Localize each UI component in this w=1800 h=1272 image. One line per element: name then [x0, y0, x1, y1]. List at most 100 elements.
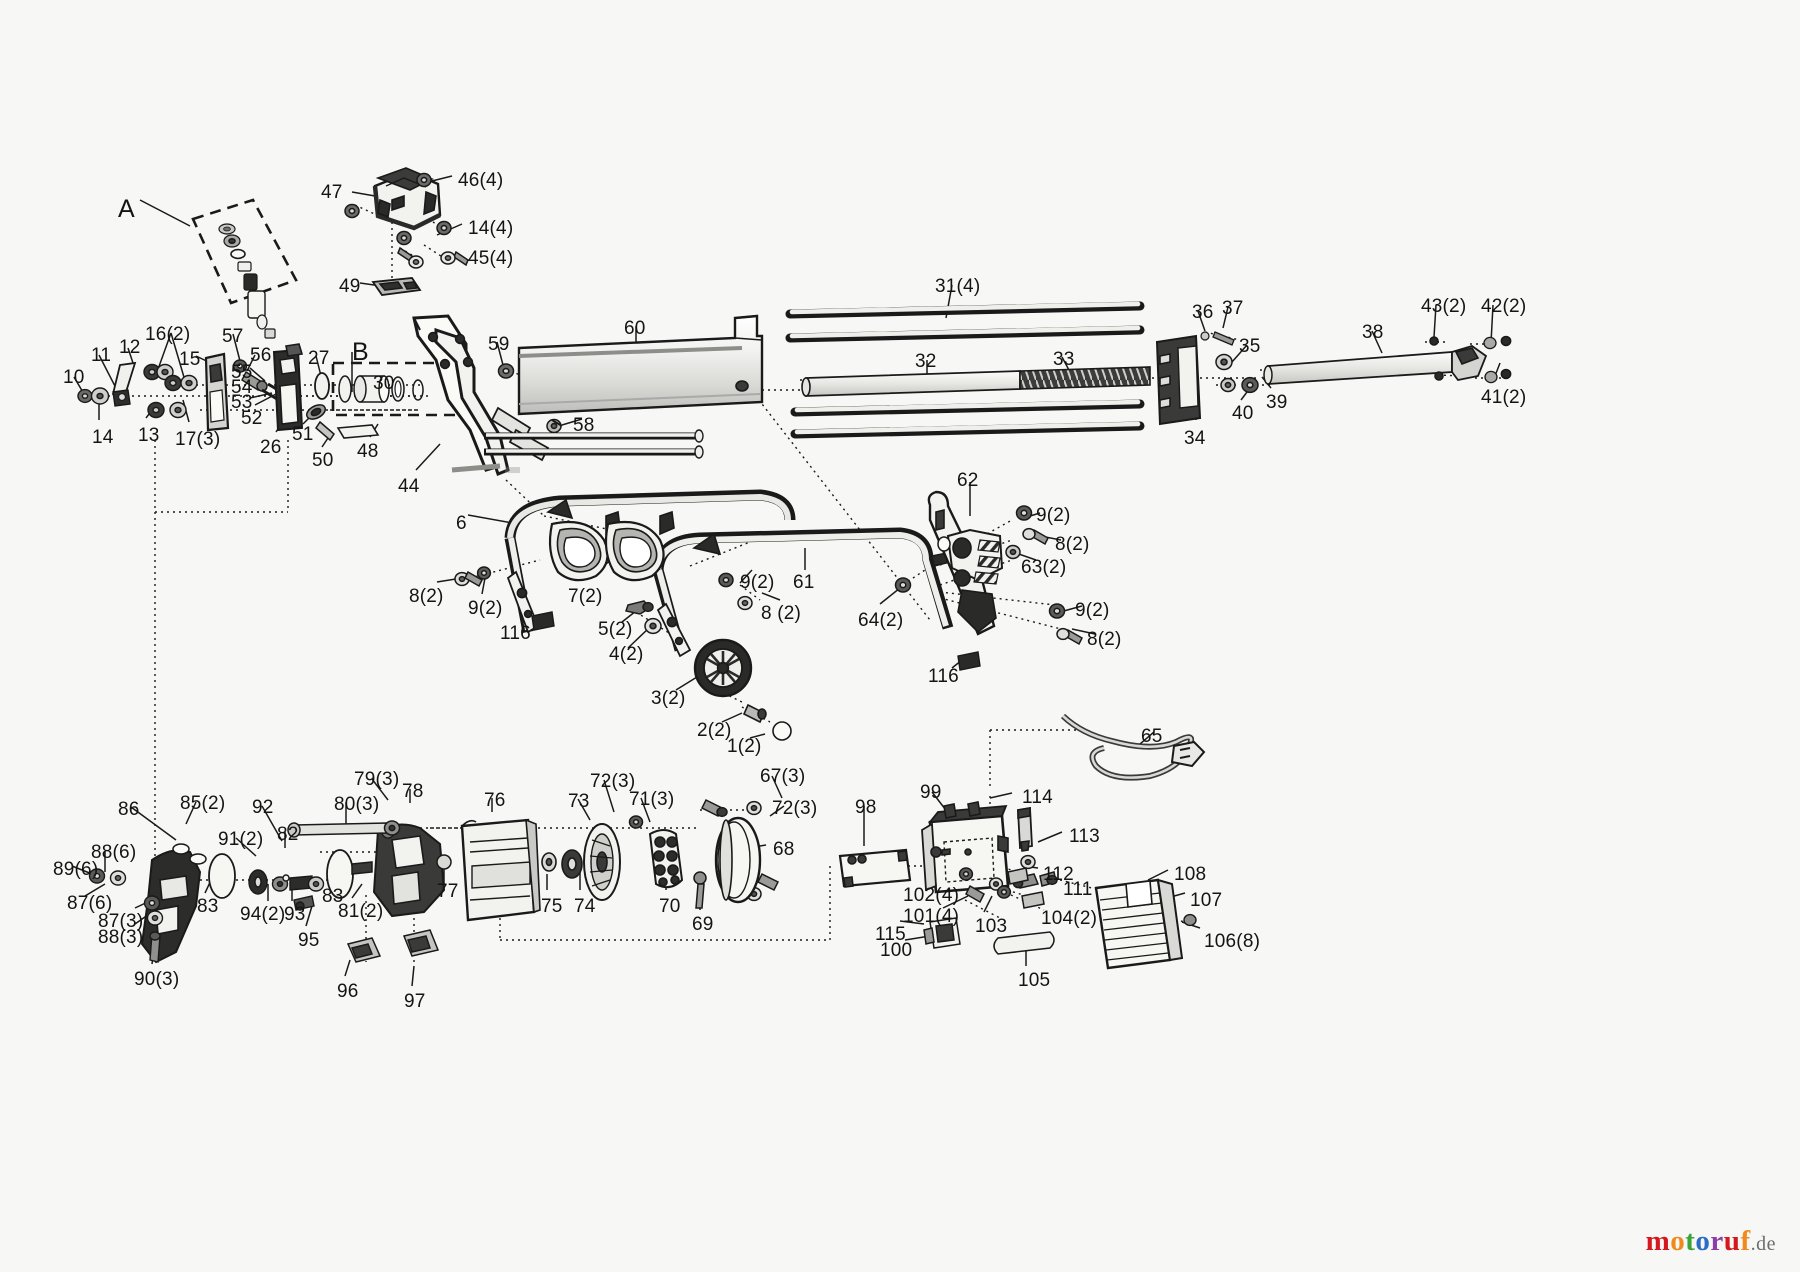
part-callout-55: 55	[231, 362, 253, 383]
part-callout-59: 59	[488, 334, 510, 355]
part-callout-116: 116	[500, 623, 531, 644]
part-callout-73: 73	[568, 791, 590, 812]
part-callout-76: 76	[484, 790, 506, 811]
part-callout-673: 67(3)	[760, 766, 806, 787]
part-callout-11: 11	[91, 345, 112, 366]
part-callout-40: 40	[1232, 403, 1254, 424]
part-callout-69: 69	[692, 914, 714, 935]
part-callout-314: 31(4)	[935, 276, 981, 297]
part-callout-52: 5(2)	[598, 619, 633, 640]
part-callout-27: 27	[308, 348, 330, 369]
part-callout-36: 36	[1192, 302, 1214, 323]
part-callout-65: 65	[1141, 726, 1163, 747]
part-callout-35: 35	[1239, 336, 1261, 357]
part-callout-422: 42(2)	[1481, 296, 1527, 317]
part-callout-56: 56	[250, 345, 272, 366]
part-callout-99: 99	[920, 782, 942, 803]
part-callout-793: 79(3)	[354, 769, 400, 790]
part-callout-92: 9(2)	[1036, 505, 1071, 526]
part-callout-144: 14(4)	[468, 218, 514, 239]
part-callout-77: 77	[437, 881, 459, 902]
part-callout-82: 8(2)	[409, 586, 444, 607]
part-callout-33: 33	[1053, 349, 1075, 370]
part-callout-32: 32	[915, 351, 937, 372]
part-callout-96: 96	[337, 981, 359, 1002]
part-callout-92: 9(2)	[468, 598, 503, 619]
part-callout-464: 46(4)	[458, 170, 504, 191]
part-callout-60: 60	[624, 318, 646, 339]
part-callout-632: 63(2)	[1021, 557, 1067, 578]
part-callout-14: 14	[92, 427, 114, 448]
part-callout-26: 26	[260, 437, 282, 458]
part-callout-48: 48	[357, 441, 379, 462]
part-callout-54: 54	[231, 377, 253, 398]
part-callout-896: 89(6)	[53, 859, 99, 880]
part-callout-58: 58	[573, 415, 595, 436]
part-callout-57: 57	[222, 326, 244, 347]
part-callout-92: 9(2)	[1075, 600, 1110, 621]
part-callout-30: 30	[373, 373, 395, 394]
part-callout-1014: 101(4)	[903, 906, 960, 927]
part-callout-92: 92	[252, 797, 274, 818]
part-callout-52: 52	[241, 408, 263, 429]
part-callout-82: 8(2)	[1087, 629, 1122, 650]
part-callout-876: 87(6)	[67, 893, 113, 914]
part-callout-51: 51	[292, 424, 314, 445]
part-callout-70: 70	[659, 896, 681, 917]
part-callout-97: 97	[404, 991, 426, 1012]
watermark-logo: motoruf.de	[1645, 1225, 1776, 1257]
part-callout-74: 74	[574, 896, 596, 917]
part-callout-68: 68	[773, 839, 795, 860]
section-marker-b: B	[352, 338, 369, 366]
part-callout-116: 116	[928, 666, 959, 687]
part-callout-62: 62	[957, 470, 979, 491]
part-callout-10: 10	[63, 367, 85, 388]
part-callout-112: 112	[1043, 864, 1074, 885]
part-callout-39: 39	[1266, 392, 1288, 413]
part-callout-1068: 106(8)	[1204, 931, 1261, 952]
part-callout-34: 34	[1184, 428, 1206, 449]
part-callout-86: 86	[118, 799, 140, 820]
part-callout-6: 6	[456, 513, 467, 534]
part-callout-111: 111	[1063, 879, 1093, 900]
section-marker-a: A	[118, 195, 135, 223]
part-callout-108: 108	[1174, 864, 1207, 885]
part-callout-115: 115	[875, 924, 906, 945]
part-callout-50: 50	[312, 450, 334, 471]
part-callout-912: 91(2)	[218, 829, 264, 850]
part-callout-1024: 102(4)	[903, 885, 960, 906]
part-callout-78: 78	[402, 781, 424, 802]
part-callout-83: 83	[322, 886, 344, 907]
part-callout-812: 81(2)	[338, 901, 384, 922]
part-callout-98: 98	[855, 797, 877, 818]
part-callout-72: 7(2)	[568, 586, 603, 607]
part-callout-53: 53	[231, 392, 253, 413]
part-callout-162: 16(2)	[145, 324, 191, 345]
part-callout-49: 49	[339, 276, 361, 297]
part-callout-713: 71(3)	[629, 789, 675, 810]
part-callout-47: 47	[321, 182, 343, 203]
part-callout-82: 82	[277, 824, 299, 845]
part-callout-82: 8(2)	[1055, 534, 1090, 555]
part-callout-873: 87(3)	[98, 911, 144, 932]
part-callout-12: 12	[119, 337, 141, 358]
part-callout-113: 113	[1069, 826, 1100, 847]
part-callout-173: 17(3)	[175, 429, 221, 450]
part-callout-42: 4(2)	[609, 644, 644, 665]
part-callout-37: 37	[1222, 298, 1244, 319]
part-callout-103: 103	[975, 916, 1008, 937]
part-callout-454: 45(4)	[468, 248, 514, 269]
part-callout-903: 90(3)	[134, 969, 180, 990]
part-callout-100: 100	[880, 940, 913, 961]
part-callout-432: 43(2)	[1421, 296, 1467, 317]
part-callout-883: 88(3)	[98, 927, 144, 948]
part-callout-95: 95	[298, 930, 320, 951]
part-callout-93: 93	[284, 904, 306, 925]
part-callout-32: 3(2)	[651, 688, 686, 709]
part-callout-75: 75	[541, 896, 563, 917]
part-callout-642: 64(2)	[858, 610, 904, 631]
part-callout-82: 8 (2)	[761, 603, 802, 624]
part-callout-114: 114	[1022, 787, 1053, 808]
part-callout-15: 15	[179, 349, 201, 370]
